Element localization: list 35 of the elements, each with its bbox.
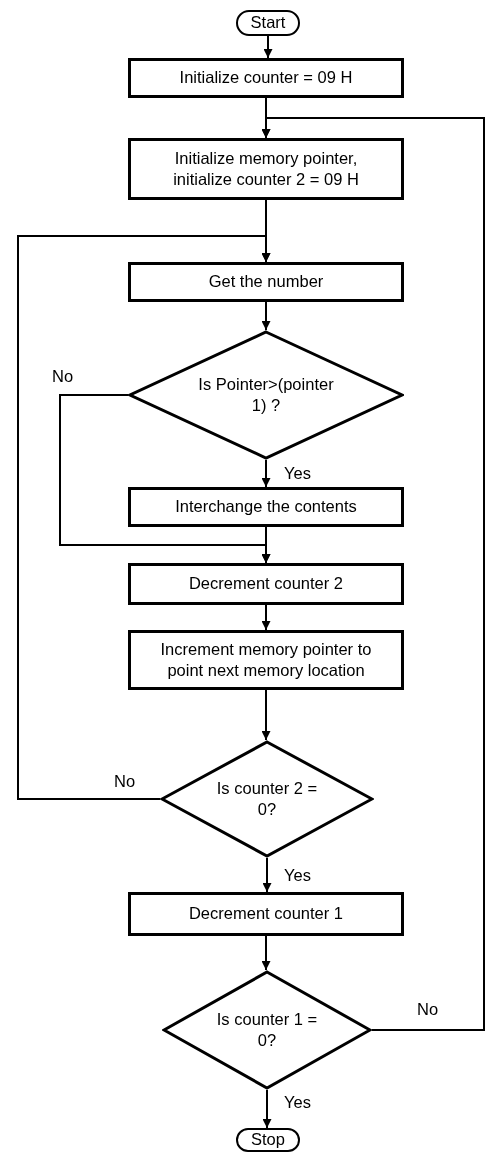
arrow (17, 235, 271, 800)
node-text: Increment memory pointer to point next memory location (159, 638, 373, 681)
arrow (263, 35, 273, 59)
arrow (261, 117, 485, 1031)
process-box (128, 487, 404, 527)
arrow (261, 301, 271, 331)
node-text: Decrement counter 2 (188, 573, 344, 595)
process-box (128, 138, 404, 200)
node-text: Get the number (208, 271, 324, 293)
arrow (261, 604, 271, 631)
decision-diamond (160, 740, 374, 858)
node-text: Is counter 2 = 0? (215, 777, 319, 820)
arrow (261, 935, 271, 971)
decision-diamond (162, 970, 372, 1090)
process-box (128, 58, 404, 98)
node-text: Decrement counter 1 (188, 903, 344, 925)
arrow (261, 689, 271, 741)
terminal-box (236, 1128, 300, 1152)
process-box (128, 563, 404, 605)
process-box (128, 892, 404, 936)
process-box (128, 262, 404, 302)
node-text: Stop (251, 1129, 285, 1151)
node-text: Start (250, 12, 286, 34)
arrow (262, 857, 272, 893)
arrow (261, 459, 271, 488)
node-text: Is counter 1 = 0? (215, 1008, 319, 1051)
node-text: Interchange the contents (175, 496, 357, 518)
process-box (128, 630, 404, 690)
arrow (262, 1089, 272, 1129)
terminal-box (236, 10, 300, 36)
node-text: Is Pointer>(pointer 1) ? (197, 373, 335, 416)
arrow (261, 526, 271, 564)
node-text: Initialize counter = 09 H (179, 67, 353, 89)
decision-diamond (128, 330, 404, 460)
node-text: Initialize memory pointer, initialize counter 2 = 09 H (172, 147, 360, 190)
